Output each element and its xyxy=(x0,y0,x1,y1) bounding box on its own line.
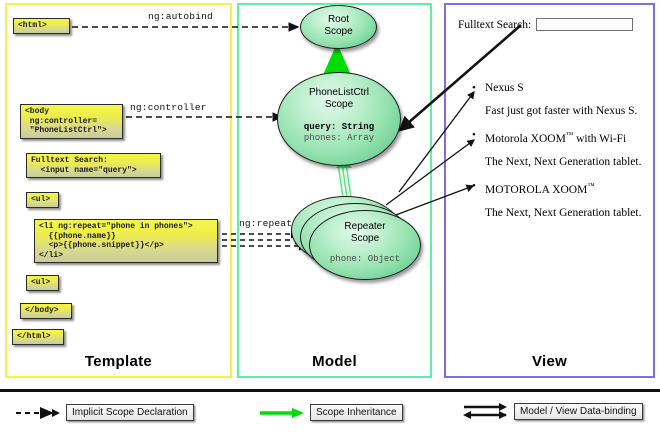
scope-root: Root Scope xyxy=(300,5,377,49)
template-box-body-open: <body ng:controller= "PhoneListCtrl"> xyxy=(20,104,123,139)
column-view: Fulltext Search: • Nexus S Fast just got… xyxy=(444,3,655,378)
template-box-html-close: </html> xyxy=(12,329,64,345)
legend: Implicit Scope Declaration Scope Inherit… xyxy=(0,398,660,432)
bullet-icon: • xyxy=(472,129,476,141)
connector-label-ng-repeat: ng:repeat xyxy=(239,218,293,229)
connector-databinding-item xyxy=(398,90,475,193)
legend-label-scope-inheritance: Scope Inheritance xyxy=(310,404,403,421)
column-label-view: View xyxy=(531,353,568,370)
scope-repeater: Repeater Scope phone: Object xyxy=(309,210,421,280)
scope-phonelistctrl: PhoneListCtrl Scope query: String phones… xyxy=(277,72,401,166)
phone-snippet: Fast just got faster with Nexus S. xyxy=(485,105,638,117)
column-label-template: Template xyxy=(84,353,153,370)
connector-databinding-query xyxy=(398,24,522,132)
phone-name: • Motorola XOOM™ with Wi-Fi xyxy=(468,128,656,146)
scope-root-line2: Scope xyxy=(324,26,353,37)
legend-double-arrow-icon xyxy=(463,403,507,419)
legend-item-scope-inheritance: Scope Inheritance xyxy=(258,404,403,421)
legend-label-implicit-scope-declaration: Implicit Scope Declaration xyxy=(66,404,194,421)
scope-phonelistctrl-line2: Scope xyxy=(324,99,354,110)
template-box-fulltext-search: Fulltext Search: <input name="query"> xyxy=(26,153,161,178)
phone-name: • Nexus S xyxy=(468,81,656,95)
list-item: • Nexus S Fast just got faster with Nexu… xyxy=(468,81,656,118)
scope-repeater-line2: Scope xyxy=(350,233,380,244)
template-box-html-open: <html> xyxy=(13,18,70,34)
list-item: • Motorola XOOM™ with Wi-Fi The Next, Ne… xyxy=(468,128,656,169)
template-box-li-repeat: <li ng:repeat="phone in phones"> {{phone… xyxy=(34,219,218,263)
bullet-icon: • xyxy=(472,82,476,94)
phone-snippet: The Next, Next Generation tablet. xyxy=(485,155,642,168)
legend-green-arrow-icon xyxy=(260,407,304,418)
legend-label-model-view-data-binding: Model / View Data-binding xyxy=(514,402,643,420)
connector-label-ng-autobind: ng:autobind xyxy=(148,11,213,22)
phone-snippet: The Next, Next Generation tablet. xyxy=(485,206,642,219)
phone-name-text: Motorola XOOM™ with Wi-Fi xyxy=(485,130,627,145)
legend-divider xyxy=(0,389,660,392)
view-search-label: Fulltext Search: xyxy=(458,18,532,31)
scope-repeater-line1: Repeater xyxy=(344,221,386,232)
template-box-ul-open: <ul> xyxy=(26,192,59,208)
view-search-row: Fulltext Search: xyxy=(458,18,634,31)
legend-item-implicit-scope-declaration: Implicit Scope Declaration xyxy=(14,404,194,421)
legend-dashed-arrow-icon xyxy=(16,406,60,419)
view-search-input[interactable] xyxy=(536,18,634,31)
scope-phonelistctrl-line1: PhoneListCtrl xyxy=(308,87,370,98)
scope-prop-phones: phones: Array xyxy=(303,133,375,143)
view-content: Fulltext Search: • Nexus S Fast just got… xyxy=(446,5,653,376)
column-label-model: Model xyxy=(312,353,357,370)
view-phone-list: • Nexus S Fast just got faster with Nexu… xyxy=(468,81,656,230)
scope-root-line1: Root xyxy=(327,14,350,25)
template-box-ul-close: <ul> xyxy=(26,275,59,291)
template-box-body-close: </body> xyxy=(20,303,72,319)
legend-item-model-view-data-binding: Model / View Data-binding xyxy=(462,400,643,422)
phone-name-text: MOTOROLA XOOM™ xyxy=(485,180,595,196)
scope-prop-phone: phone: Object xyxy=(329,254,401,264)
phone-name-text: Nexus S xyxy=(485,82,524,94)
connector-label-ng-controller: ng:controller xyxy=(130,102,207,113)
list-item: • MOTOROLA XOOM™ The Next, Next Generati… xyxy=(468,179,656,220)
connector-databinding-item xyxy=(385,139,476,206)
scope-prop-query: query: String xyxy=(303,122,375,132)
